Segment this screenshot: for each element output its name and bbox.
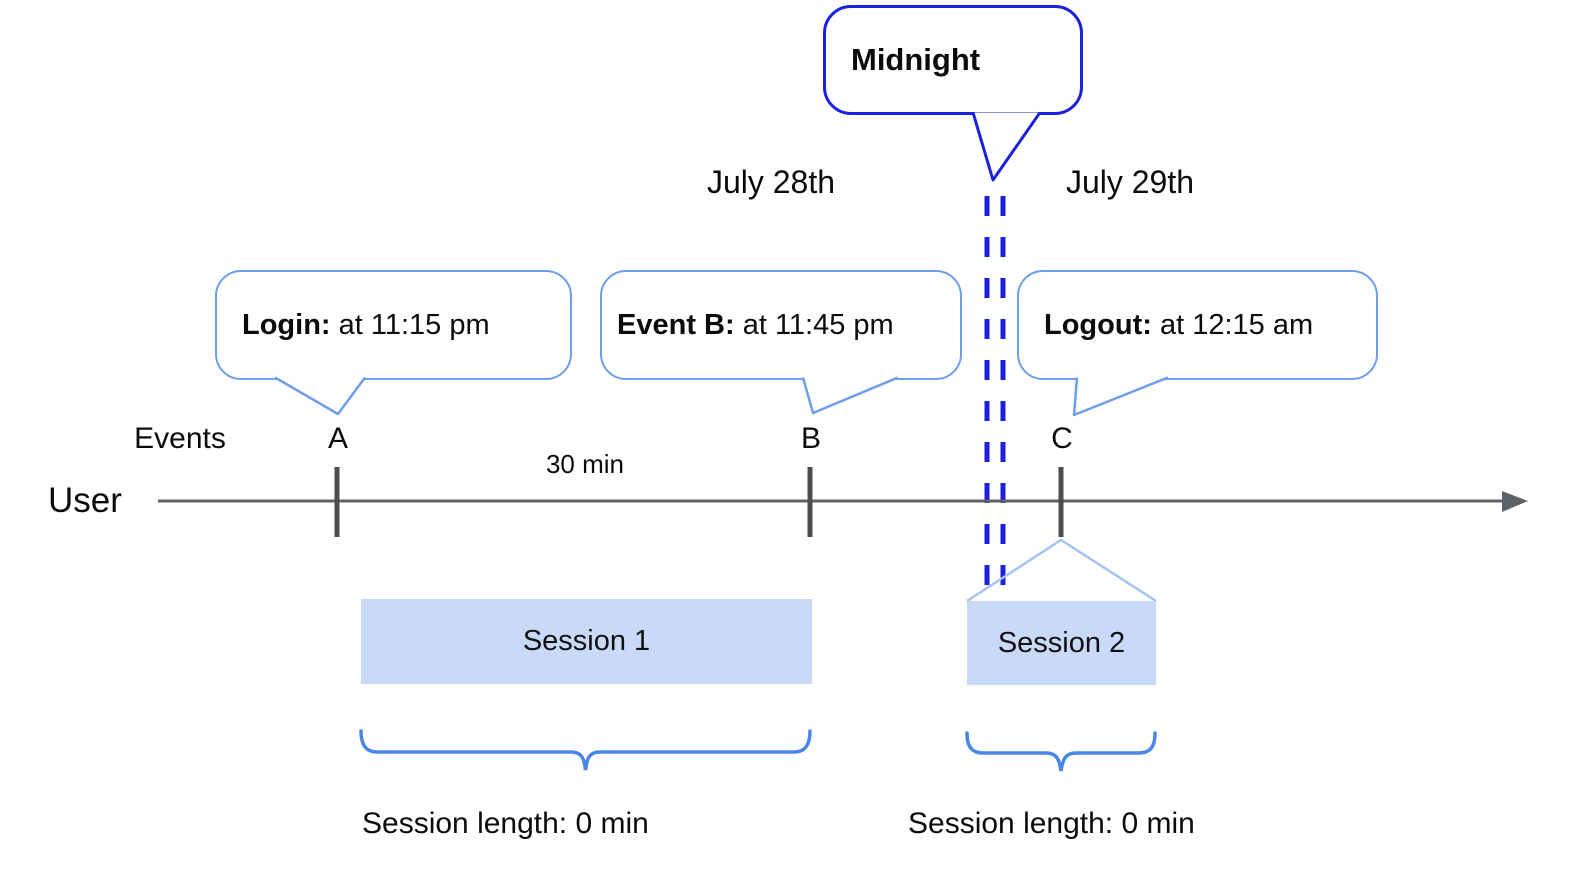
date-label-july-29: July 29th: [1065, 164, 1195, 200]
login-label-time: at 11:15 pm: [330, 308, 490, 341]
event-marker-a: A: [327, 422, 348, 455]
session-2-label: Session 2: [997, 626, 1126, 659]
event-b-label-bold: Event B:: [617, 308, 735, 341]
session-2-length-label: Session length: 0 min: [908, 807, 1195, 840]
event-b-label: Event B: at 11:45 pm: [617, 309, 894, 342]
date-label-july-28: July 28th: [706, 164, 836, 200]
session-1-length-label: Session length: 0 min: [362, 807, 649, 840]
session-1-box: Session 1: [361, 599, 812, 684]
logout-label: Logout: at 12:15 am: [1044, 309, 1313, 342]
login-callout-bubble: Login: at 11:15 pm: [215, 270, 572, 380]
session-2-box: Session 2: [967, 601, 1156, 685]
interval-label-30-min: 30 min: [545, 449, 625, 479]
event-b-label-time: at 11:45 pm: [734, 308, 894, 341]
midnight-callout-bubble: Midnight: [823, 5, 1083, 115]
logout-label-bold: Logout:: [1044, 308, 1152, 341]
user-row-label: User: [48, 481, 122, 520]
event-marker-c: C: [1051, 422, 1073, 455]
events-row-label: Events: [134, 422, 226, 455]
session-1-label: Session 1: [522, 625, 651, 657]
login-label-bold: Login:: [242, 308, 331, 341]
logout-label-time: at 12:15 am: [1151, 308, 1314, 341]
event-b-callout-bubble: Event B: at 11:45 pm: [600, 270, 962, 380]
logout-callout-bubble: Logout: at 12:15 am: [1017, 270, 1378, 380]
event-marker-b: B: [800, 422, 821, 455]
midnight-label: Midnight: [851, 42, 981, 77]
login-label: Login: at 11:15 pm: [242, 309, 490, 342]
